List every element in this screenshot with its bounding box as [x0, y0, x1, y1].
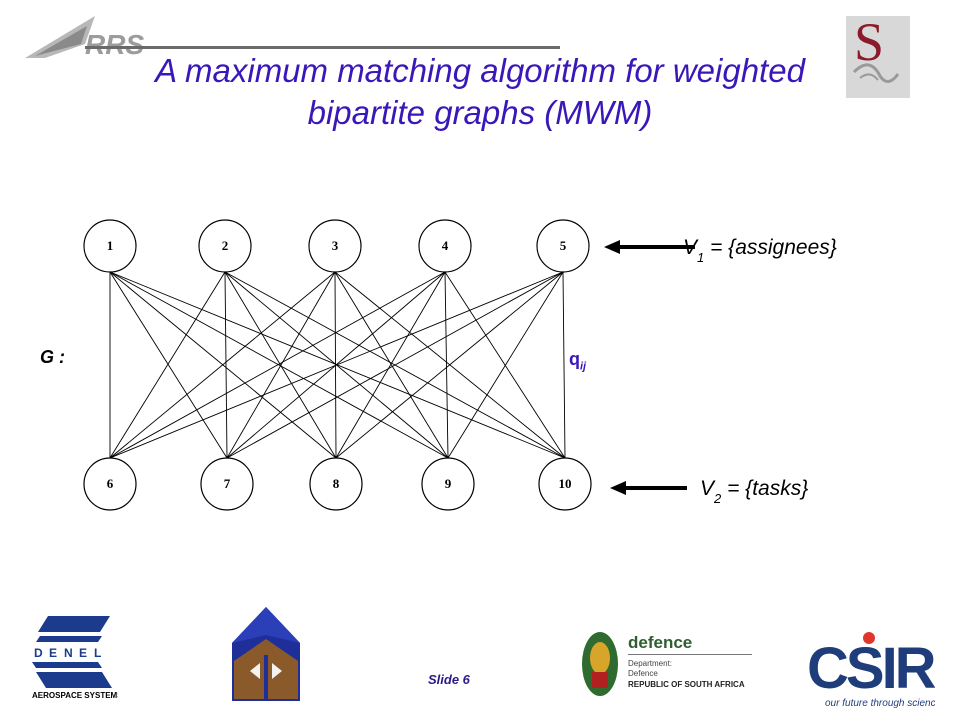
top-node-label: 3 — [332, 238, 339, 253]
edge-5-5 — [562, 271, 566, 459]
top-node-label: 2 — [222, 238, 229, 253]
edge-1-4 — [109, 271, 449, 459]
csir-tagline: our future through science — [825, 698, 935, 709]
denel-letter: E — [49, 646, 57, 660]
university-s-logo: S — [846, 16, 910, 98]
edge-1-2 — [109, 271, 228, 459]
bottom-node-label: 9 — [445, 476, 452, 491]
edge-5-1 — [109, 271, 564, 459]
edge-2-1 — [109, 271, 226, 459]
top-node-4: 4 — [418, 219, 472, 273]
defence-line1: Department: — [628, 659, 672, 668]
bottom-node-9: 9 — [421, 457, 475, 511]
defence-title: defence — [628, 633, 692, 652]
edge-3-1 — [109, 271, 336, 459]
edge-3-2 — [226, 271, 336, 459]
bottom-node-6: 6 — [83, 457, 137, 511]
denel-letter: N — [64, 646, 73, 660]
graph-nodes: 1 2 3 4 5 6 7 8 9 10 — [83, 219, 592, 511]
slide-number: Slide 6 — [428, 672, 470, 687]
bottom-node-8: 8 — [309, 457, 363, 511]
v1-label: V1 = {assignees} — [683, 236, 837, 265]
top-node-5: 5 — [536, 219, 590, 273]
defence-line2: Defence — [628, 669, 658, 678]
top-node-label: 4 — [442, 238, 449, 253]
v2-arrow — [610, 481, 687, 495]
bottom-node-label: 8 — [333, 476, 340, 491]
edge-4-3 — [335, 271, 446, 459]
bottom-node-7: 7 — [200, 457, 254, 511]
bottom-node-label: 7 — [224, 476, 231, 491]
rrs-logo: RRS — [25, 16, 560, 60]
defence-logo: defence Department: Defence REPUBLIC OF … — [582, 632, 752, 696]
slide-title-line2: bipartite graphs (MWM) — [307, 94, 653, 131]
top-node-label: 5 — [560, 238, 567, 253]
denel-letter: L — [94, 646, 101, 660]
edge-4-1 — [109, 271, 446, 459]
top-node-3: 3 — [308, 219, 362, 273]
graph-label: G : — [40, 347, 65, 367]
svg-text:S: S — [854, 16, 884, 72]
denel-letter: D — [34, 646, 43, 660]
top-node-label: 1 — [107, 238, 114, 253]
rrs-logo-text: RRS — [85, 29, 144, 60]
defence-line3: REPUBLIC OF SOUTH AFRICA — [628, 680, 745, 689]
v1-arrow — [604, 240, 695, 254]
slide-title: A maximum matching algorithm for weighte… — [60, 50, 900, 134]
slide-title-line1: A maximum matching algorithm for weighte… — [155, 52, 805, 89]
bottom-node-label: 6 — [107, 476, 114, 491]
graph-edges — [109, 271, 566, 459]
arrow-emblem-logo — [232, 607, 300, 701]
edge-weight-label: qij — [569, 349, 587, 373]
top-node-2: 2 — [198, 219, 252, 273]
v2-label: V2 = {tasks} — [700, 477, 808, 506]
bottom-node-label: 10 — [559, 476, 572, 491]
bottom-node-10: 10 — [538, 457, 592, 511]
edge-4-4 — [444, 271, 449, 459]
edge-5-4 — [447, 271, 564, 459]
edge-2-2 — [224, 271, 228, 459]
denel-letter: E — [79, 646, 87, 660]
edge-5-2 — [226, 271, 564, 459]
denel-subtitle: AEROSPACE SYSTEMS — [32, 691, 118, 700]
csir-logo-text: CSIR — [807, 636, 935, 701]
csir-logo: CSIR our future through science — [807, 632, 935, 709]
edge-5-3 — [335, 271, 564, 459]
top-node-1: 1 — [83, 219, 137, 273]
edge-3-4 — [334, 271, 449, 459]
